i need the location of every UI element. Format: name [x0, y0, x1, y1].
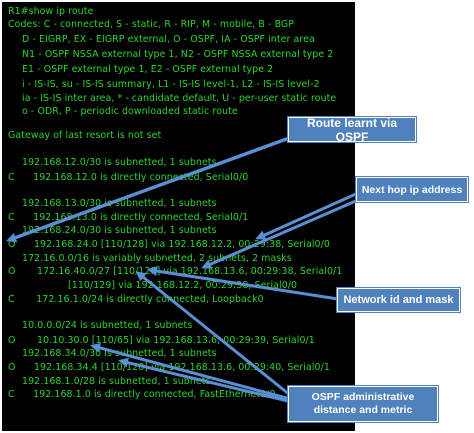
terminal-line: 192.168.1.0/28 is subnetted, 1 subnets: [22, 376, 211, 387]
terminal-line: o - ODR, P - periodic downloaded static …: [22, 106, 238, 117]
terminal-line: C 192.168.12.0 is directly connected, Se…: [8, 172, 249, 183]
callout-next-hop: Next hop ip address: [355, 176, 469, 203]
terminal-line: 192.168.24.0/30 is subnetted, 1 subnets: [22, 225, 217, 236]
terminal-line: [110/129] via 192.168.12.2, 00:29:38, Se…: [68, 280, 298, 291]
terminal-line: ia - IS-IS inter area, * - candidate def…: [22, 93, 337, 104]
callout-next-hop-text: Next hop ip address: [361, 183, 463, 196]
terminal-line: O 192.168.34.4 [110/128] via 192.168.13.…: [8, 362, 330, 373]
terminal-line: N1 - OSPF NSSA external type 1, N2 - OSP…: [22, 49, 334, 60]
terminal-line: Codes: C - connected, S - static, R - RI…: [8, 19, 295, 30]
callout-route-ospf-text: Route learnt via OSPF: [306, 115, 398, 144]
callout-network-mask: Network id and mask: [336, 287, 461, 313]
terminal-line: O 192.168.24.0 [110/128] via 192.168.12.…: [8, 239, 330, 250]
terminal-line: C 192.168.1.0 is directly connected, Fas…: [8, 389, 276, 400]
terminal-line: 192.168.12.0/30 is subnetted, 1 subnets: [22, 157, 217, 168]
terminal-line: 192.168.34.0/30 is subnetted, 1 subnets: [22, 348, 217, 359]
callout-admin-metric: OSPF administrative distance and metric: [287, 385, 439, 423]
terminal-line: D - EIGRP, EX - EIGRP external, O - OSPF…: [22, 34, 315, 45]
terminal-window: R1#show ip route Codes: C - connected, S…: [2, 2, 355, 431]
terminal-line: E1 - OSPF external type 1, E2 - OSPF ext…: [22, 64, 274, 75]
terminal-prompt: R1#show ip route: [8, 6, 94, 17]
terminal-line: 192.168.13.0/30 is subnetted, 1 subnets: [22, 198, 217, 209]
terminal-line: O 172.16.40.0/27 [110/129] via 192.168.1…: [8, 266, 343, 277]
callout-network-mask-text: Network id and mask: [343, 294, 454, 306]
terminal-line: 10.0.0.0/24 is subnetted, 1 subnets: [22, 320, 193, 331]
terminal-line: C 192.168.13.0 is directly connected, Se…: [8, 212, 249, 223]
terminal-line: i - IS-IS, su - IS-IS summary, L1 - IS-I…: [22, 79, 320, 90]
callout-admin-metric-text: OSPF administrative distance and metric: [311, 391, 415, 416]
terminal-line: 172.16.0.0/16 is variably subnetted, 2 s…: [22, 253, 292, 264]
terminal-line: C 172.16.1.0/24 is directly connected, L…: [8, 294, 264, 305]
terminal-line: Gateway of last resort is not set: [8, 130, 162, 141]
callout-route-ospf: Route learnt via OSPF: [287, 115, 417, 144]
terminal-line: O 10.10.30.0 [110/65] via 192.168.13.6, …: [8, 335, 315, 346]
